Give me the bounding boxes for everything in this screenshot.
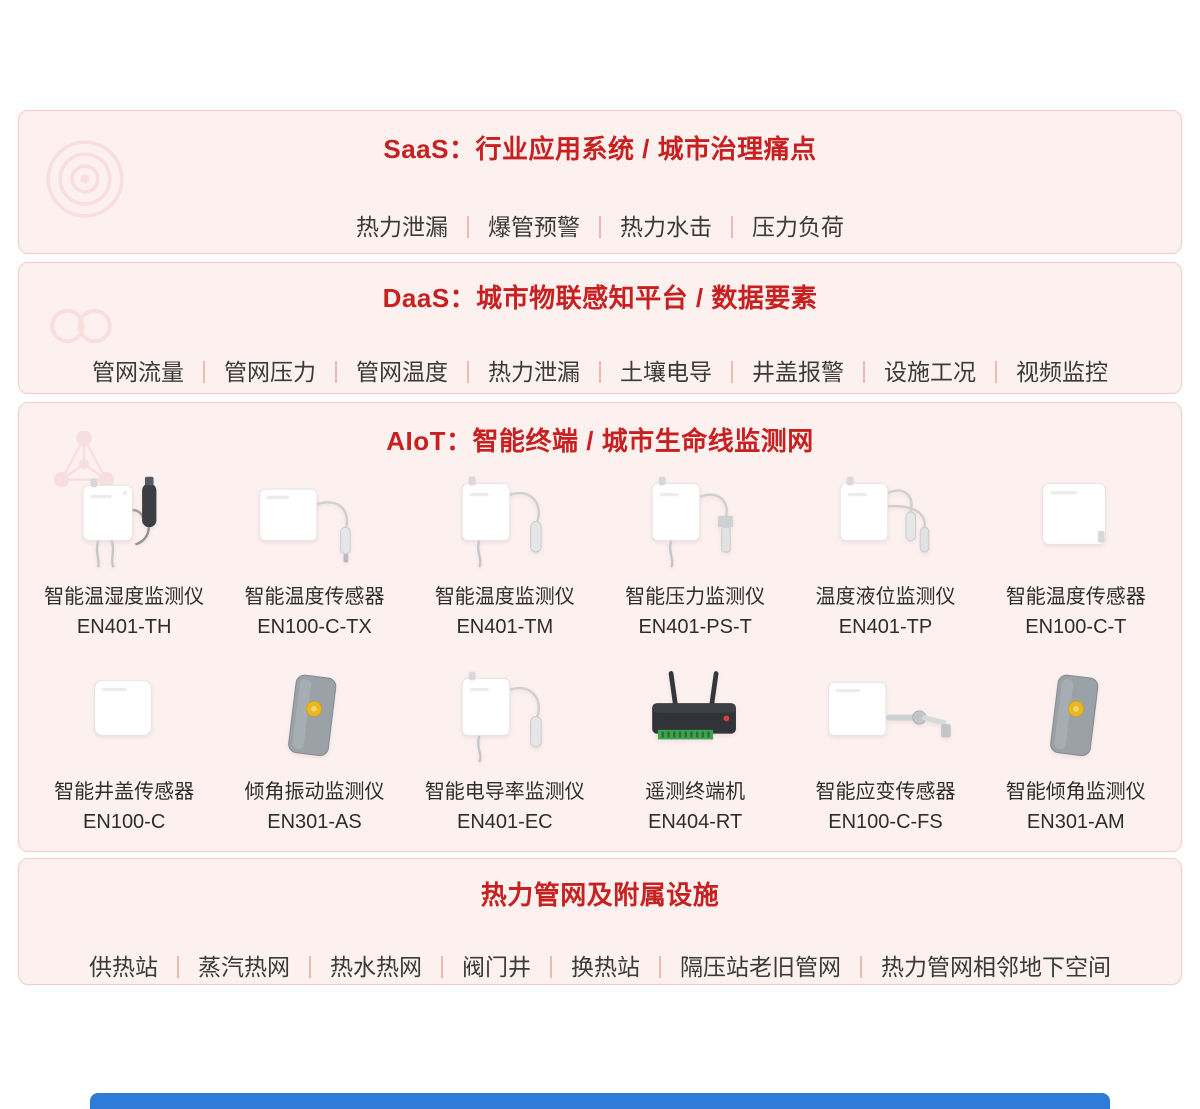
gray-tilt-device-yellow-button-icon <box>228 667 400 767</box>
daas-item: 热力泄漏 <box>448 353 580 387</box>
aiot-device-grid: 智能温湿度监测仪 EN401-TH 智能温度传感器 EN100-C-TX <box>19 472 1181 834</box>
white-panel-with-bracket-arm-icon <box>799 667 971 767</box>
white-box-with-black-probe-icon <box>38 472 210 572</box>
device-model: EN401-EC <box>457 811 553 833</box>
device-cell: 智能电导率监测仪 EN401-EC <box>410 667 600 834</box>
aiot-panel: AIoT：智能终端 / 城市生命线监测网 智能温湿度监测仪 EN401- <box>18 402 1182 852</box>
facility-items-row: 供热站 蒸汽热网 热水热网 阀门井 换热站 隔压站老旧管网 热力管网相邻地下空间 <box>19 948 1181 982</box>
device-model: EN301-AS <box>267 811 362 833</box>
daas-title: DaaS：城市物联感知平台 / 数据要素 <box>382 283 818 313</box>
device-model: EN100-C-T <box>1025 616 1127 638</box>
white-box-with-pressure-transmitter-icon <box>609 472 781 572</box>
device-name: 智能压力监测仪 <box>625 586 766 608</box>
device-name: 温度液位监测仪 <box>815 586 956 608</box>
device-cell: 智能温度传感器 EN100-C-TX <box>219 472 409 639</box>
device-cell: 智能温湿度监测仪 EN401-TH <box>29 472 219 639</box>
device-model: EN100-C-FS <box>828 811 943 833</box>
facility-title: 热力管网及附属设施 <box>480 880 720 910</box>
device-name: 智能倾角监测仪 <box>1005 781 1146 803</box>
white-box-with-two-probes-icon <box>799 472 971 572</box>
device-cell: 倾角振动监测仪 EN301-AS <box>219 667 409 834</box>
saas-items-row: 热力泄漏 爆管预警 热力水击 压力负荷 <box>19 208 1181 242</box>
device-model: EN404-RT <box>648 811 743 833</box>
saas-panel: SaaS：行业应用系统 / 城市治理痛点 热力泄漏 爆管预警 热力水击 压力负荷 <box>18 110 1182 254</box>
saas-item: 热力水击 <box>580 208 712 242</box>
device-name: 智能温度监测仪 <box>434 586 575 608</box>
device-cell: 智能压力监测仪 EN401-PS-T <box>600 472 790 639</box>
device-cell: 智能温度传感器 EN100-C-T <box>981 472 1171 639</box>
device-cell: 温度液位监测仪 EN401-TP <box>790 472 980 639</box>
facility-item: 热力管网相邻地下空间 <box>841 948 1111 982</box>
saas-item: 爆管预警 <box>448 208 580 242</box>
daas-items-row: 管网流量 管网压力 管网温度 热力泄漏 土壤电导 井盖报警 设施工况 视频监控 <box>19 353 1181 387</box>
flat-white-square-icon <box>38 667 210 767</box>
device-name: 智能温度传感器 <box>1005 586 1146 608</box>
device-cell: 智能井盖传感器 EN100-C <box>29 667 219 834</box>
daas-item: 井盖报警 <box>712 353 844 387</box>
device-name: 倾角振动监测仪 <box>244 781 385 803</box>
device-name: 智能温度传感器 <box>244 586 385 608</box>
facility-item: 蒸汽热网 <box>158 948 290 982</box>
daas-panel: DaaS：城市物联感知平台 / 数据要素 管网流量 管网压力 管网温度 热力泄漏… <box>18 262 1182 394</box>
daas-item: 土壤电导 <box>580 353 712 387</box>
device-name: 智能井盖传感器 <box>54 781 195 803</box>
white-box-with-cable-probe-icon <box>419 472 591 572</box>
device-name: 遥测终端机 <box>645 781 746 803</box>
daas-item: 管网温度 <box>316 353 448 387</box>
facility-item: 供热站 <box>89 954 158 980</box>
daas-item: 设施工况 <box>844 353 976 387</box>
saas-item: 压力负荷 <box>712 208 844 242</box>
white-panel-with-cable-probe-icon <box>228 472 400 572</box>
facility-item: 阀门井 <box>422 948 531 982</box>
device-model: EN100-C <box>83 811 166 833</box>
device-name: 智能电导率监测仪 <box>424 781 585 803</box>
device-model: EN401-TP <box>838 616 933 638</box>
device-model: EN301-AM <box>1026 811 1125 833</box>
device-name: 智能温湿度监测仪 <box>44 586 205 608</box>
device-name: 智能应变传感器 <box>815 781 956 803</box>
facility-item: 换热站 <box>531 948 640 982</box>
daas-item: 管网压力 <box>184 353 316 387</box>
device-cell: 智能应变传感器 EN100-C-FS <box>790 667 980 834</box>
device-model: EN401-TH <box>76 616 172 638</box>
device-model: EN100-C-TX <box>257 616 372 638</box>
aiot-title: AIoT：智能终端 / 城市生命线监测网 <box>386 426 814 456</box>
black-router-with-antennas-icon <box>609 667 781 767</box>
daas-item: 管网流量 <box>92 359 184 385</box>
device-model: EN401-TM <box>456 616 554 638</box>
facility-item: 隔压站老旧管网 <box>640 948 841 982</box>
facility-panel: 热力管网及附属设施 供热站 蒸汽热网 热水热网 阀门井 换热站 隔压站老旧管网 … <box>18 858 1182 985</box>
saas-title: SaaS：行业应用系统 / 城市治理痛点 <box>383 134 817 164</box>
flat-white-panel-icon <box>990 472 1162 572</box>
white-box-with-cable-probe-icon <box>419 667 591 767</box>
daas-item: 视频监控 <box>976 353 1108 387</box>
device-cell: 智能温度监测仪 EN401-TM <box>410 472 600 639</box>
gray-tilt-device-yellow-button-icon <box>990 667 1162 767</box>
bottom-accent-bar <box>90 1093 1110 1109</box>
device-cell: 智能倾角监测仪 EN301-AM <box>981 667 1171 834</box>
facility-item: 热水热网 <box>290 948 422 982</box>
saas-item: 热力泄漏 <box>356 214 448 240</box>
device-model: EN401-PS-T <box>638 616 752 638</box>
device-cell: 遥测终端机 EN404-RT <box>600 667 790 834</box>
